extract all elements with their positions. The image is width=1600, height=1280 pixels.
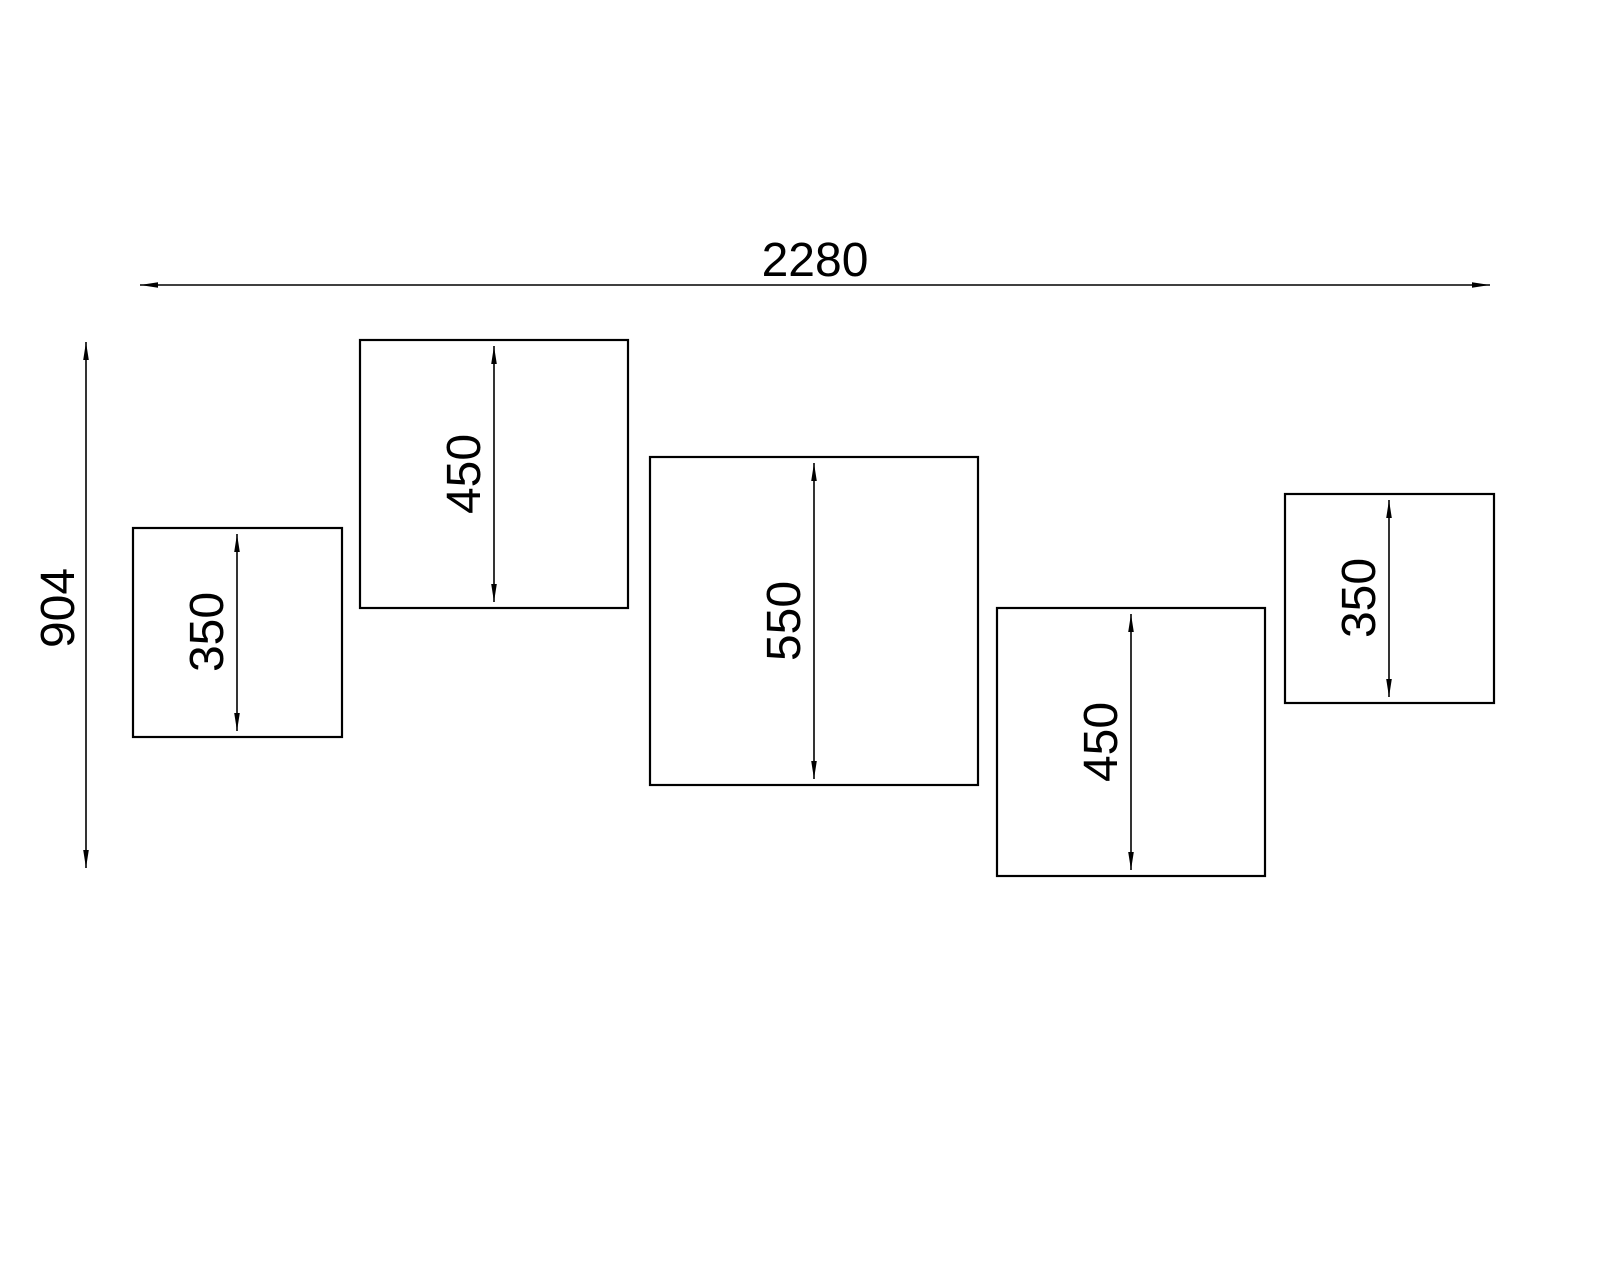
box-5-size-label: 350 (1333, 558, 1386, 638)
box-4: 450 (995, 606, 1267, 878)
overall-height-dimension: 904 (32, 342, 89, 868)
box-3-size-label: 550 (758, 581, 811, 661)
box-3-outline (648, 455, 980, 787)
box-4-size-label: 450 (1075, 702, 1128, 782)
box-5: 350 (1283, 492, 1496, 705)
box-4-outline (995, 606, 1267, 878)
box-2-size-label: 450 (438, 434, 491, 514)
box-2: 450 (358, 338, 630, 610)
overall-width-label: 2280 (762, 234, 869, 287)
overall-width-dimension: 2280 (140, 234, 1490, 288)
box-1-size-label: 350 (181, 592, 234, 672)
box-3: 550 (648, 455, 980, 787)
box-1: 350 (131, 526, 344, 739)
box-2-outline (358, 338, 630, 610)
box-5-outline (1283, 492, 1496, 705)
box-1-outline (131, 526, 344, 739)
overall-height-label: 904 (32, 568, 85, 648)
